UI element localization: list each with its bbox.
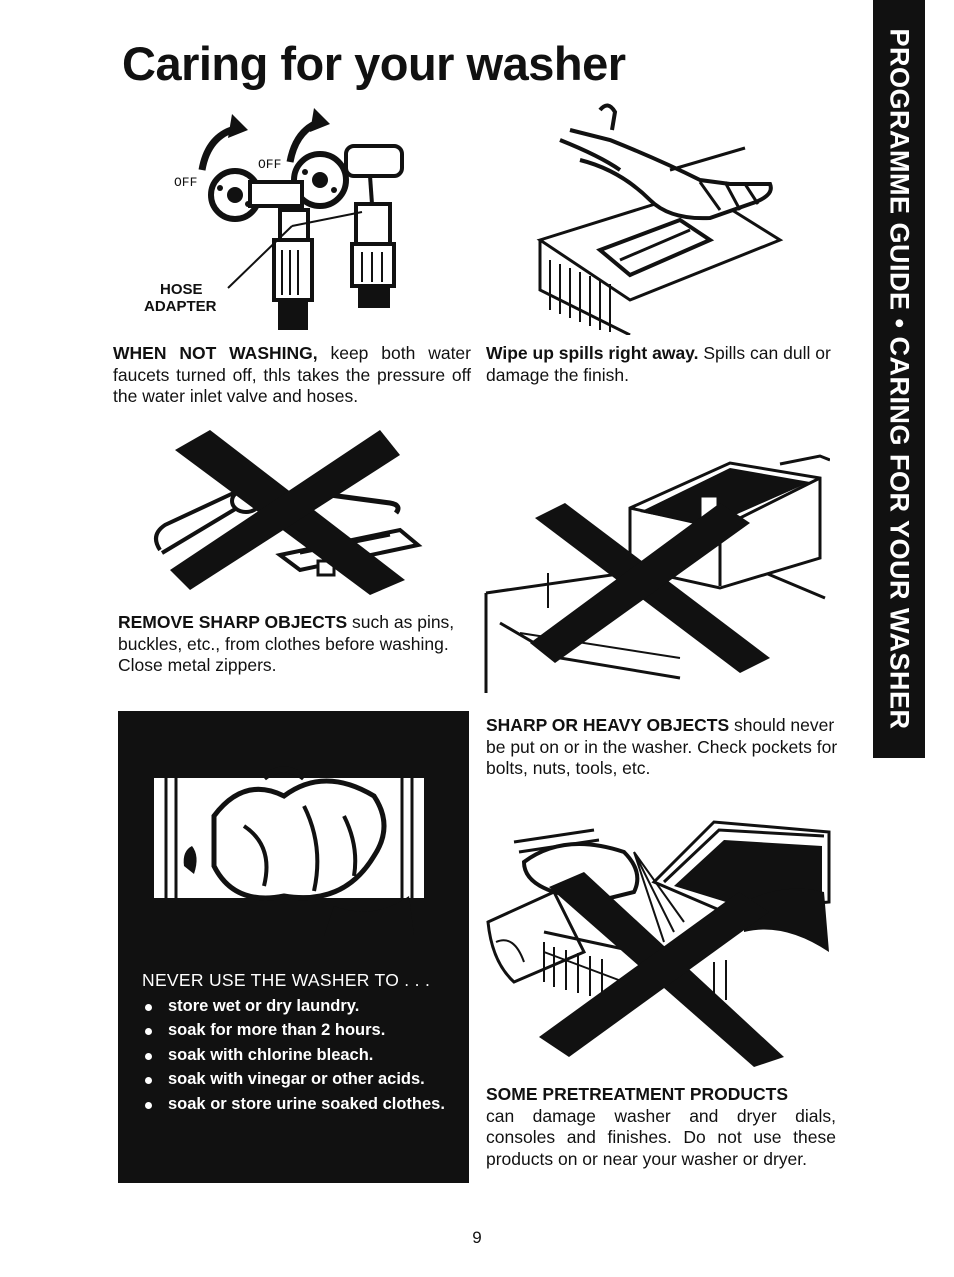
never-use-heading: NEVER USE THE WASHER TO . . . bbox=[142, 970, 431, 990]
side-tab-label: PROGRAMME GUIDE • CARING FOR YOUR WASHER bbox=[884, 28, 915, 730]
faucet-illustration: OFF OFF HOSE ADAPTER bbox=[144, 108, 404, 330]
remove-sharp-text: REMOVE SHARP OBJECTS such as pins, buckl… bbox=[118, 612, 455, 675]
pretreatment-spray-illustration bbox=[486, 820, 831, 1067]
never-item: soak with chlorine bleach. bbox=[142, 1044, 448, 1068]
section-side-tab: PROGRAMME GUIDE • CARING FOR YOUR WASHER bbox=[873, 0, 925, 758]
faucet-label-hose: HOSE bbox=[160, 281, 203, 298]
heavy-objects-illustration bbox=[484, 454, 830, 693]
faucet-label-adapter: ADAPTER bbox=[144, 298, 217, 315]
wipe-spills-text: Wipe up spills right away. Spills can du… bbox=[486, 343, 831, 385]
never-item: soak with vinegar or other acids. bbox=[142, 1068, 448, 1092]
never-item: store wet or dry laundry. bbox=[142, 995, 448, 1019]
never-use-warning-box: NEVER USE THE WASHER TO . . . store wet … bbox=[118, 711, 469, 1183]
faucet-label-off-right: OFF bbox=[258, 157, 281, 172]
never-item: soak or store urine soaked clothes. bbox=[142, 1093, 448, 1117]
faucet-label-off-left: OFF bbox=[174, 175, 197, 190]
wipe-spill-illustration bbox=[536, 103, 784, 335]
never-item: soak for more than 2 hours. bbox=[142, 1019, 448, 1043]
laundry-in-tub-illustration bbox=[154, 766, 424, 936]
never-use-list: NEVER USE THE WASHER TO . . . store wet … bbox=[142, 969, 448, 1117]
page-number: 9 bbox=[472, 1228, 482, 1247]
page-title: Caring for your washer bbox=[122, 37, 626, 90]
sharp-heavy-text: SHARP OR HEAVY OBJECTS should never be p… bbox=[486, 715, 838, 778]
sharp-objects-illustration bbox=[154, 430, 423, 595]
when-not-washing-text: WHEN NOT WASHING, keep both water faucet… bbox=[113, 343, 471, 406]
